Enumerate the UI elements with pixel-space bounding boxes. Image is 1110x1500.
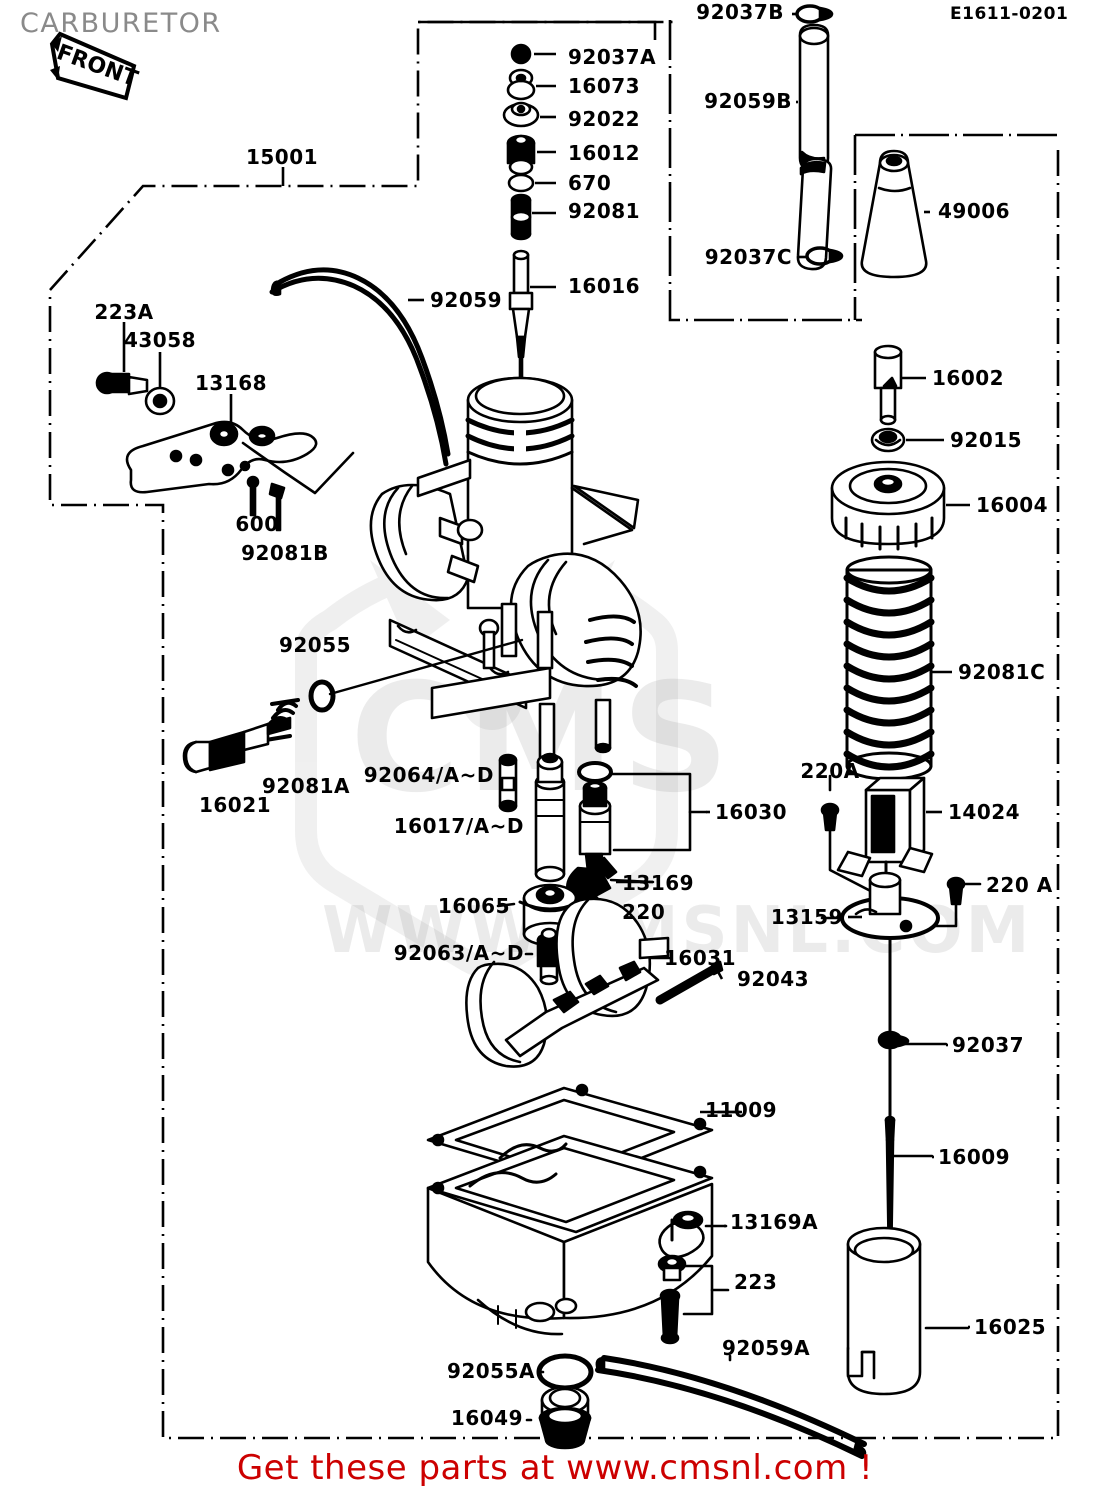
part-number-13159[interactable]: 13159 <box>770 905 843 929</box>
part-92059B-lower <box>796 157 833 271</box>
leader-lines <box>122 12 970 1329</box>
part-number-16016[interactable]: 16016 <box>568 274 641 298</box>
part-number-16030[interactable]: 16030 <box>715 800 788 824</box>
part-92059B-upper <box>798 23 830 172</box>
part-number-13169A[interactable]: 13169A <box>730 1210 819 1234</box>
part-16025 <box>846 1226 970 1396</box>
part-number-92055A[interactable]: 92055A <box>446 1359 535 1383</box>
float-bowl <box>426 1134 714 1336</box>
main-boundary <box>48 20 1060 1440</box>
part-14024 <box>836 776 934 906</box>
part-number-92063-A-D[interactable]: 92063/A~D <box>393 941 524 965</box>
page-title: CARBURETOR <box>20 8 222 39</box>
part-16016 <box>508 249 534 381</box>
part-13169A <box>658 1210 728 1259</box>
part-number-13168[interactable]: 13168 <box>194 371 268 395</box>
diagram-code: E1611-0201 <box>950 4 1069 24</box>
part-223 <box>657 1254 730 1345</box>
part-92081C <box>843 555 935 781</box>
part-92015 <box>870 427 906 453</box>
part-number-600[interactable]: 600 <box>235 512 279 536</box>
part-92022 <box>502 101 540 128</box>
footer-promo: Get these parts at www.cmsnl.com ! <box>236 1448 874 1488</box>
part-16073 <box>506 68 536 101</box>
part-number-13169[interactable]: 13169 <box>622 871 695 895</box>
part-16049 <box>525 1385 592 1450</box>
part-number-92081[interactable]: 92081 <box>568 199 641 223</box>
part-92064 <box>498 753 518 813</box>
top-stack-bracket <box>418 20 657 40</box>
part-92081 <box>510 193 532 241</box>
part-number-16002[interactable]: 16002 <box>932 366 1005 390</box>
part-number-92043[interactable]: 92043 <box>737 967 810 991</box>
part-number-16049[interactable]: 16049 <box>450 1406 523 1430</box>
part-number-49006[interactable]: 49006 <box>938 199 1011 223</box>
part-number-223[interactable]: 223 <box>734 1270 778 1294</box>
part-13159 <box>820 871 940 940</box>
part-number-16009[interactable]: 16009 <box>938 1145 1011 1169</box>
part-16021 <box>182 716 292 774</box>
part-92059A <box>595 1354 867 1459</box>
part-number-15001[interactable]: 15001 <box>245 145 319 169</box>
front-direction-badge: FRONT <box>49 31 141 101</box>
part-number-92064-A-D[interactable]: 92064/A~D <box>363 763 494 787</box>
part-number-92055[interactable]: 92055 <box>278 633 352 657</box>
part-number-16073[interactable]: 16073 <box>568 74 641 98</box>
part-number-92037[interactable]: 92037 <box>952 1033 1025 1057</box>
part-number-92059B[interactable]: 92059B <box>704 89 792 113</box>
part-number-16017-A-D[interactable]: 16017/A~D <box>393 814 524 838</box>
part-number-220-A[interactable]: 220 A <box>986 873 1053 897</box>
part-number-92015[interactable]: 92015 <box>950 428 1023 452</box>
part-92081B <box>268 482 286 532</box>
part-number-92081B[interactable]: 92081B <box>241 541 329 565</box>
part-number-92022[interactable]: 92022 <box>568 107 641 131</box>
part-16002 <box>873 344 903 426</box>
part-16004 <box>830 460 946 551</box>
part-16012 <box>506 134 536 176</box>
part-number-223A[interactable]: 223A <box>94 300 154 324</box>
part-13168 <box>125 420 355 495</box>
part-number-16012[interactable]: 16012 <box>568 141 641 165</box>
part-16031 <box>465 897 670 1068</box>
part-49006 <box>860 149 928 279</box>
part-number-92081A[interactable]: 92081A <box>261 774 351 798</box>
part-670 <box>507 173 535 193</box>
part-number-220A[interactable]: 220A <box>800 759 860 783</box>
part-600 <box>246 475 260 517</box>
part-number-16004[interactable]: 16004 <box>976 493 1049 517</box>
part-16017 <box>534 752 566 883</box>
part-number-92081C[interactable]: 92081C <box>958 660 1046 684</box>
part-223A <box>95 371 149 396</box>
part-220A-left <box>820 774 890 902</box>
part-number-92037B[interactable]: 92037B <box>696 0 784 24</box>
part-number-92037C[interactable]: 92037C <box>704 245 792 269</box>
part-15001-carburetor-body <box>369 376 642 768</box>
part-number-43058[interactable]: 43058 <box>123 328 197 352</box>
part-number-11009[interactable]: 11009 <box>705 1098 778 1122</box>
part-number-16025[interactable]: 16025 <box>974 1315 1047 1339</box>
part-number-670[interactable]: 670 <box>568 171 612 195</box>
part-number-16021[interactable]: 16021 <box>198 793 272 817</box>
part-number-16031[interactable]: 16031 <box>664 946 737 970</box>
part-92063 <box>524 927 562 986</box>
part-number-220[interactable]: 220 <box>622 900 666 924</box>
part-92059 <box>269 267 451 467</box>
part-number-16065[interactable]: 16065 <box>437 894 510 918</box>
part-92037A <box>510 43 532 65</box>
part-number-92037A[interactable]: 92037A <box>568 45 657 69</box>
part-92055 <box>308 679 336 713</box>
part-number-92059A[interactable]: 92059A <box>722 1336 811 1360</box>
part-number-14024[interactable]: 14024 <box>948 800 1021 824</box>
part-number-92059[interactable]: 92059 <box>430 288 503 312</box>
hose-group-boundary <box>668 20 862 322</box>
